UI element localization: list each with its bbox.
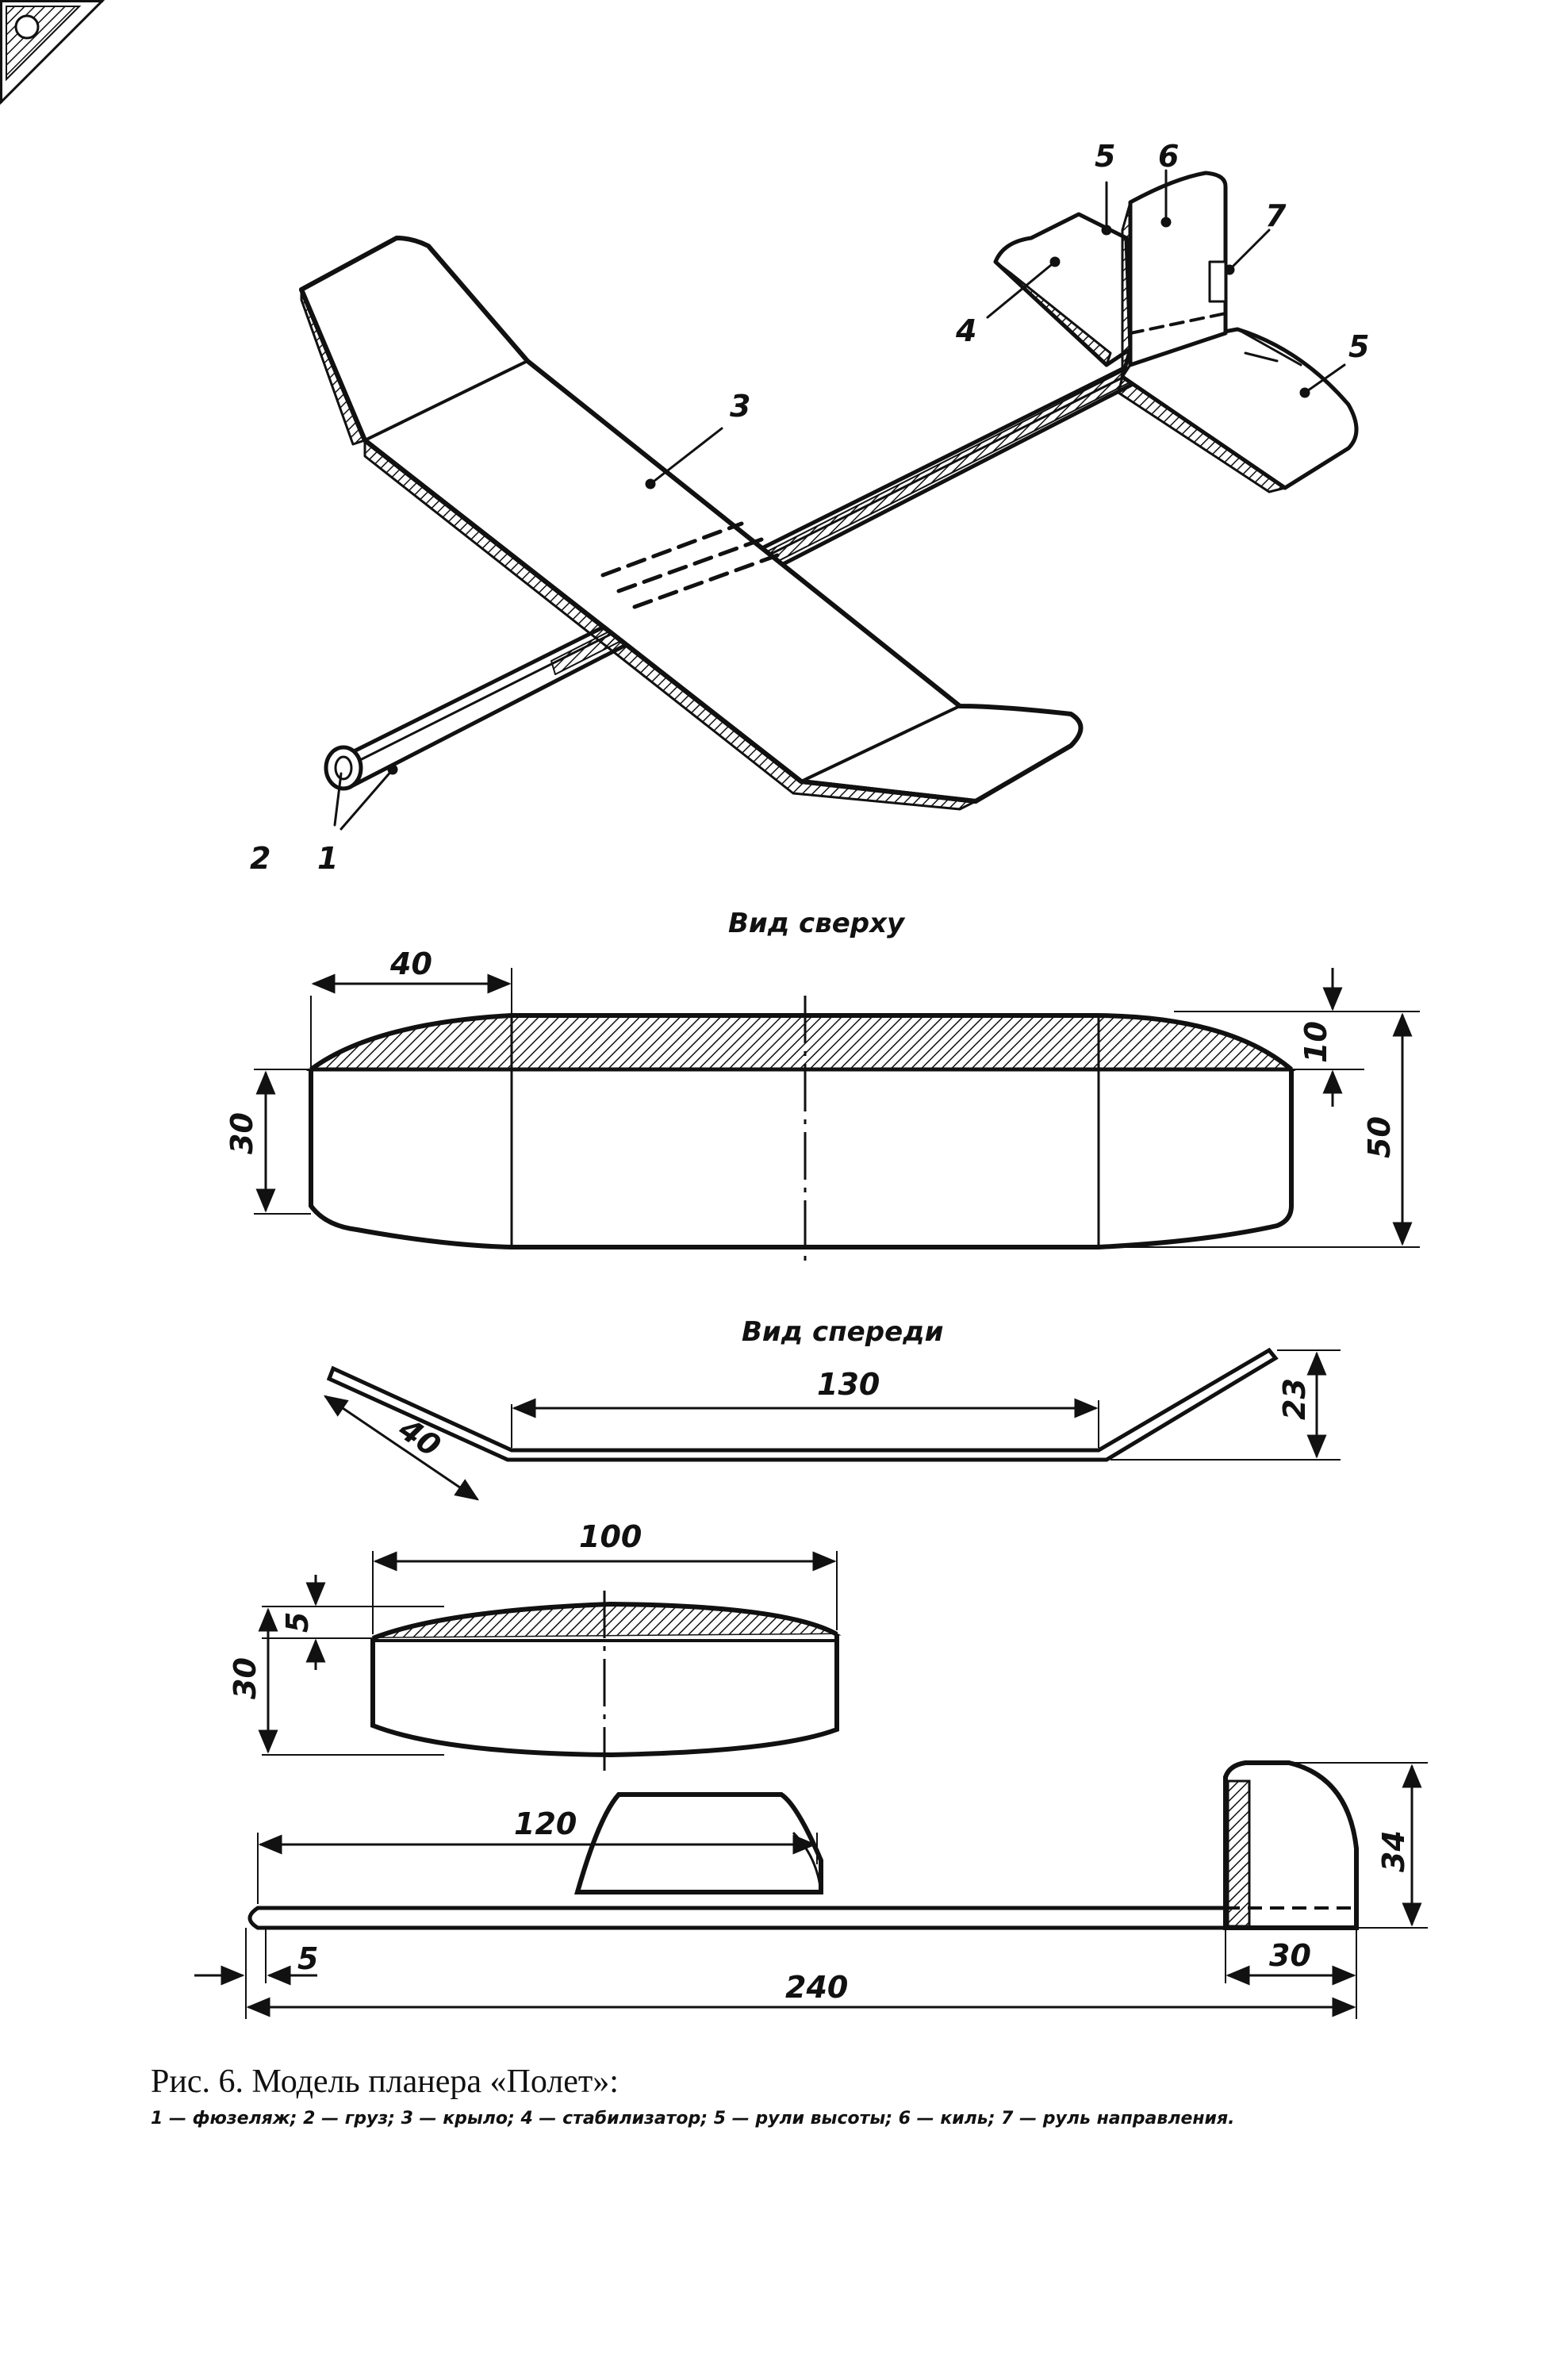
dim-side-120: 120 [514, 1806, 577, 1841]
wing-top-view [254, 968, 1420, 1261]
fin [1121, 171, 1228, 378]
main-wing [299, 236, 1084, 811]
corner-ornament [0, 0, 105, 106]
view-title-front: Вид спереди [742, 1316, 943, 1348]
label-part-5-top: 5 [1095, 139, 1115, 174]
dim-stab-100: 100 [579, 1519, 642, 1554]
dim-top-30: 30 [224, 1112, 259, 1154]
wing-mount-dashes [600, 521, 780, 609]
wing-front-view [323, 1347, 1341, 1501]
label-part-3: 3 [730, 389, 750, 424]
leader-lines [333, 169, 1346, 831]
dim-side-240: 240 [785, 1970, 848, 2005]
glider-isometric-view [299, 169, 1359, 831]
dim-stab-5: 5 [280, 1612, 315, 1633]
label-part-2: 2 [250, 841, 270, 876]
dim-top-10: 10 [1298, 1021, 1333, 1063]
dim-side-5: 5 [297, 1941, 318, 1976]
label-part-5-right: 5 [1348, 329, 1369, 364]
dim-top-50: 50 [1362, 1116, 1397, 1158]
dim-front-23: 23 [1277, 1378, 1312, 1420]
dim-side-30: 30 [1269, 1938, 1311, 1973]
figure-caption-legend: 1 — фюзеляж; 2 — груз; 3 — крыло; 4 — ст… [151, 2109, 1235, 2129]
label-part-6: 6 [1158, 139, 1179, 174]
stabilizer-top-view [258, 1551, 842, 1771]
view-title-top: Вид сверху [728, 908, 906, 939]
glider-side-view [194, 1760, 1428, 2019]
dim-stab-30: 30 [228, 1657, 263, 1699]
label-part-4: 4 [955, 313, 976, 348]
figure-caption-title: Рис. 6. Модель планера «Полет»: [151, 2063, 619, 2100]
dim-side-34: 34 [1376, 1830, 1411, 1872]
dim-top-40: 40 [389, 946, 432, 981]
dim-front-130: 130 [817, 1367, 880, 1402]
label-part-1: 1 [317, 841, 338, 876]
label-part-7: 7 [1265, 198, 1287, 233]
